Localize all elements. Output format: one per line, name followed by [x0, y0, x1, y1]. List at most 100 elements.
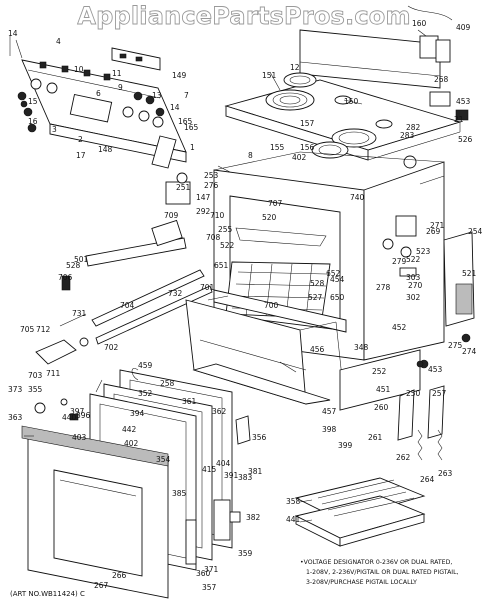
callout-label: 274	[462, 347, 477, 356]
callout-label: 371	[204, 565, 219, 574]
callout-label: 522	[406, 255, 421, 264]
callout-label: 701	[200, 283, 215, 292]
callout-label: 263	[438, 469, 453, 478]
callout-label: 257	[432, 389, 447, 398]
callout-label: 147	[196, 193, 211, 202]
callout-label: 362	[212, 407, 227, 416]
callout-label: 264	[420, 475, 435, 484]
callout-label: 275	[448, 341, 463, 350]
callout-label: 459	[138, 361, 153, 370]
control-panel-assembly	[9, 36, 187, 169]
callout-label: 270	[408, 281, 423, 290]
callout-label: 382	[246, 513, 261, 522]
callout-label: 731	[72, 309, 87, 318]
voltage-note-line2: 1-208V, 2-236V/PIGTAIL OR DUAL RATED PIG…	[306, 569, 459, 576]
callout-label: 21	[454, 115, 464, 124]
hinge-assembly	[339, 349, 445, 461]
callout-label: 528	[66, 261, 81, 270]
callout-label: 1	[190, 143, 195, 152]
callout-label: 451	[376, 385, 391, 394]
callout-label: 527	[308, 293, 323, 302]
callout-label: 260	[374, 403, 389, 412]
callout-label: 302	[406, 293, 421, 302]
callout-label: 700	[264, 301, 279, 310]
callout-label: 457	[322, 407, 337, 416]
callout-label: 155	[270, 143, 285, 152]
callout-label: 156	[300, 143, 315, 152]
callout-label: 397	[70, 407, 85, 416]
callout-label: 652	[326, 269, 341, 278]
drawer-slides-assembly	[35, 172, 213, 365]
callout-label: 357	[202, 583, 217, 592]
callout-label: 403	[72, 433, 87, 442]
callout-label: 441	[286, 515, 301, 524]
callout-label: 402	[124, 439, 139, 448]
callout-label: 15	[28, 97, 38, 106]
callout-label: 10	[74, 65, 84, 74]
callout-label: 271	[430, 221, 445, 230]
callout-label: 14	[8, 29, 18, 38]
callout-label: 354	[156, 455, 171, 464]
callout-label: 415	[202, 465, 217, 474]
cooktop-assembly	[224, 5, 469, 169]
callout-label: 711	[46, 369, 61, 378]
callout-label: 157	[300, 119, 315, 128]
callout-label: 269	[426, 227, 441, 236]
callout-label: 292	[196, 207, 211, 216]
callout-label: 262	[396, 453, 411, 462]
callout-label: 360	[196, 569, 211, 578]
callout-label: 348	[354, 343, 369, 352]
callout-label: 16	[28, 117, 38, 126]
art-number: (ART NO.WB11424) C	[10, 590, 85, 598]
callout-label: 4	[56, 37, 61, 46]
callout-label: 8	[248, 151, 253, 160]
callout-label: 160	[412, 19, 427, 28]
callout-label: 442	[122, 425, 137, 434]
callout-label: 255	[218, 225, 233, 234]
callout-label: 352	[138, 389, 153, 398]
callout-label: 6	[96, 89, 101, 98]
voltage-note: •VOLTAGE DESIGNATOR 0-236V OR DUAL RATED…	[300, 559, 459, 586]
voltage-note-line3: 3-208V/PURCHASE PIGTAIL LOCALLY	[306, 579, 417, 586]
callout-label: 359	[238, 549, 253, 558]
oven-door-assembly	[21, 368, 251, 599]
callout-label: 528	[310, 279, 325, 288]
callout-label: 165	[178, 117, 193, 126]
callout-label: 454	[330, 275, 345, 284]
callout-label: 703	[28, 371, 43, 380]
callout-label: 13	[152, 91, 162, 100]
callout-label: 705	[20, 325, 35, 334]
watermark-text: AppliancePartsPros.com	[77, 2, 410, 30]
callout-label: 303	[406, 273, 421, 282]
callout-label: 282	[406, 123, 421, 132]
callout-label: 251	[176, 183, 191, 192]
leader-lines	[15, 29, 427, 523]
callout-label: 253	[204, 171, 219, 180]
callout-label: 708	[206, 233, 221, 242]
callout-label: 704	[120, 301, 135, 310]
callout-label: 266	[112, 571, 127, 580]
callout-label: 356	[252, 433, 267, 442]
callout-label: 150	[344, 97, 359, 106]
callout-label: 267	[94, 581, 109, 590]
callout-label: 385	[172, 489, 187, 498]
callout-label: 12	[290, 63, 300, 72]
callout-label: 650	[330, 293, 345, 302]
callout-label: 399	[338, 441, 353, 450]
callout-label: 276	[204, 181, 219, 190]
callout-label: 709	[164, 211, 179, 220]
callout-label: 250	[406, 389, 421, 398]
callout-label: 707	[268, 199, 283, 208]
callout-label: 456	[310, 345, 325, 354]
callout-label: 363	[8, 413, 23, 422]
callout-label: 358	[286, 497, 301, 506]
callout-label: 651	[214, 261, 229, 270]
callout-label: 17	[76, 151, 86, 160]
callout-label: 3	[52, 125, 57, 134]
callout-label: 148	[98, 145, 113, 154]
callout-label: 2	[78, 135, 83, 144]
callout-label: 732	[168, 289, 183, 298]
callout-label: 383	[238, 473, 253, 482]
callout-label: 361	[182, 397, 197, 406]
